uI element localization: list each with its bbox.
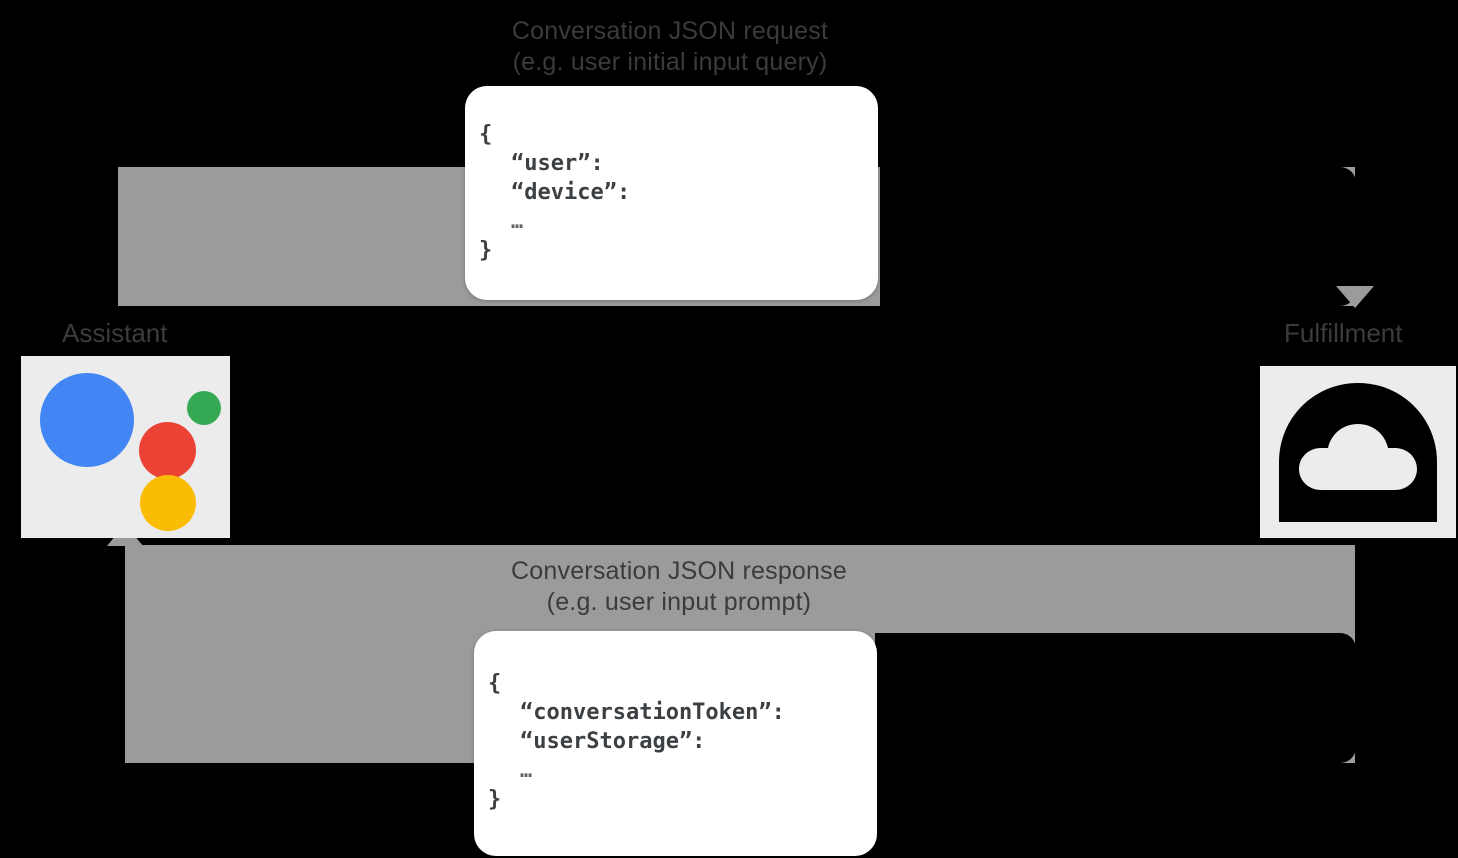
assistant-red-dot-icon bbox=[139, 422, 196, 479]
request-caption: Conversation JSON request (e.g. user ini… bbox=[0, 16, 1340, 77]
json-line: { bbox=[479, 122, 493, 147]
fulfillment-label: Fulfillment bbox=[1284, 318, 1403, 348]
fulfillment-node[interactable] bbox=[1260, 366, 1456, 538]
json-line: “device”: bbox=[511, 180, 631, 205]
request-caption-line1: Conversation JSON request bbox=[511, 17, 829, 45]
json-line: “user”: bbox=[511, 151, 604, 176]
cloud-functions-icon bbox=[1279, 383, 1437, 522]
json-line: “conversationToken”: bbox=[520, 700, 785, 725]
request-arrowhead-icon bbox=[1336, 286, 1374, 308]
assistant-yellow-dot-icon bbox=[140, 475, 196, 531]
json-line: } bbox=[479, 238, 493, 263]
request-caption-line2: (e.g. user initial input query) bbox=[512, 47, 828, 76]
assistant-green-dot-icon bbox=[187, 391, 221, 425]
request-json-card: { “user”: “device”: … } bbox=[465, 86, 878, 300]
assistant-node[interactable] bbox=[21, 356, 230, 538]
json-line-ellipsis: … bbox=[520, 758, 533, 782]
json-line: “userStorage”: bbox=[520, 729, 706, 754]
json-line: } bbox=[488, 787, 502, 812]
response-json-card: { “conversationToken”: “userStorage”: … … bbox=[474, 631, 877, 856]
assistant-blue-dot-icon bbox=[40, 373, 134, 467]
response-caption-line2: (e.g. user input prompt) bbox=[546, 587, 812, 616]
response-band-mask bbox=[875, 633, 1356, 763]
response-caption: Conversation JSON response (e.g. user in… bbox=[0, 556, 1358, 617]
assistant-label: Assistant bbox=[62, 318, 168, 348]
json-line: { bbox=[488, 671, 502, 696]
response-caption-line1: Conversation JSON response bbox=[511, 557, 847, 585]
json-line-ellipsis: … bbox=[511, 209, 524, 233]
request-band-mask bbox=[880, 167, 1356, 306]
